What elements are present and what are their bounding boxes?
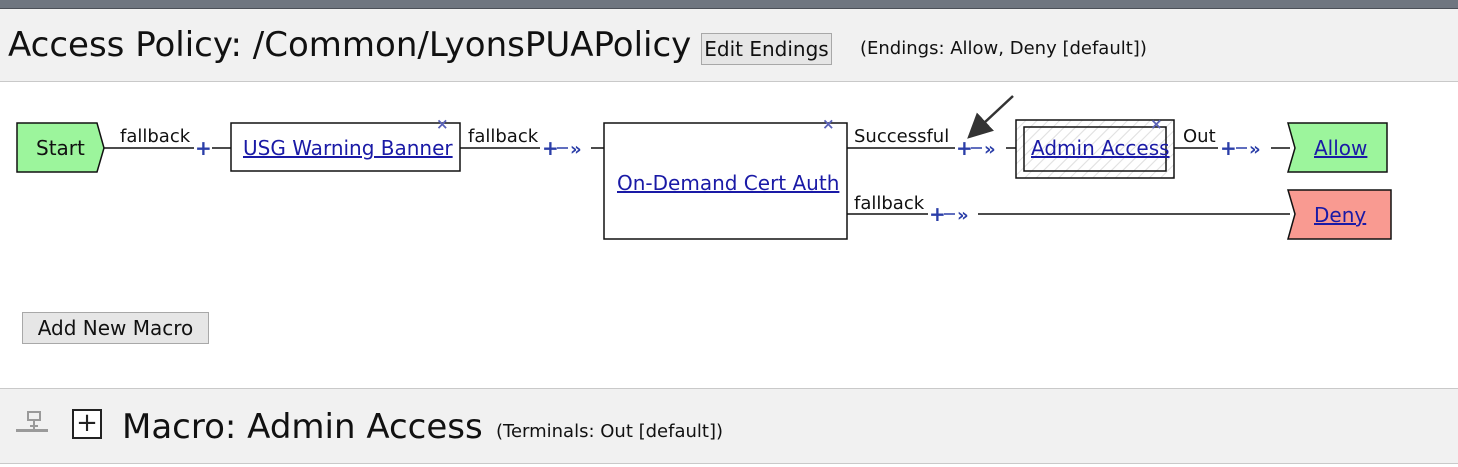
expand-icon[interactable]: + <box>72 408 102 439</box>
usg-warning-banner-node: USG Warning Banner × <box>230 115 461 172</box>
allow-ending-link[interactable]: Allow <box>1314 136 1367 160</box>
edge-label-successful: Successful <box>854 126 949 147</box>
admin-access-macro-node: Admin Access × <box>1015 115 1175 179</box>
deny-ending-link[interactable]: Deny <box>1314 203 1366 227</box>
insert-plus-icon[interactable]: + <box>195 136 212 160</box>
endings-info: (Endings: Allow, Deny [default]) <box>860 38 1147 59</box>
flow-connectors <box>104 147 1290 215</box>
admin-access-link[interactable]: Admin Access <box>1031 136 1170 160</box>
edge-label-fallback: fallback <box>120 126 191 147</box>
edge-label-out: Out <box>1183 126 1216 147</box>
insert-plus-icon[interactable]: + <box>542 136 559 160</box>
double-arrow-icon: » <box>1249 139 1261 160</box>
policy-canvas: Start fallback fallback Successful fallb… <box>0 82 1458 388</box>
macro-header: + Macro: Admin Access (Terminals: Out [d… <box>0 388 1458 464</box>
pointer-arrow-icon <box>967 95 1014 139</box>
add-new-macro-button[interactable]: Add New Macro <box>22 312 209 344</box>
page-title: Access Policy: /Common/LyonsPUAPolicy <box>8 25 692 65</box>
policy-flow-diagram: Start fallback fallback Successful fallb… <box>16 95 1392 240</box>
edge-label-fallback: fallback <box>468 126 539 147</box>
double-arrow-icon: » <box>957 205 969 226</box>
insert-plus-icon[interactable]: + <box>1220 136 1237 160</box>
tree-collapse-icon[interactable] <box>14 409 50 439</box>
double-arrow-icon: » <box>984 139 996 160</box>
edit-endings-button[interactable]: Edit Endings <box>701 33 832 65</box>
on-demand-cert-auth-node: On-Demand Cert Auth × <box>603 115 848 240</box>
policy-header: Access Policy: /Common/LyonsPUAPolicy Ed… <box>0 9 1458 82</box>
start-node: Start <box>16 122 105 173</box>
expand-glyph: + <box>76 408 98 438</box>
start-label: Start <box>36 136 85 160</box>
on-demand-cert-auth-link[interactable]: On-Demand Cert Auth <box>617 171 839 195</box>
insert-plus-icon[interactable]: + <box>929 202 946 226</box>
deny-ending-node: Deny <box>1287 189 1392 240</box>
usg-warning-banner-link[interactable]: USG Warning Banner <box>243 136 453 160</box>
close-icon[interactable]: × <box>822 115 835 133</box>
window-top-strip <box>0 0 1458 9</box>
close-icon[interactable]: × <box>1150 115 1163 133</box>
allow-ending-node: Allow <box>1287 122 1388 173</box>
macro-terminals-info: (Terminals: Out [default]) <box>496 421 724 442</box>
insert-plus-icon[interactable]: + <box>956 136 973 160</box>
macro-title: Macro: Admin Access <box>122 407 483 447</box>
close-icon[interactable]: × <box>436 115 449 133</box>
edge-label-fallback: fallback <box>854 193 925 214</box>
double-arrow-icon: » <box>570 139 582 160</box>
